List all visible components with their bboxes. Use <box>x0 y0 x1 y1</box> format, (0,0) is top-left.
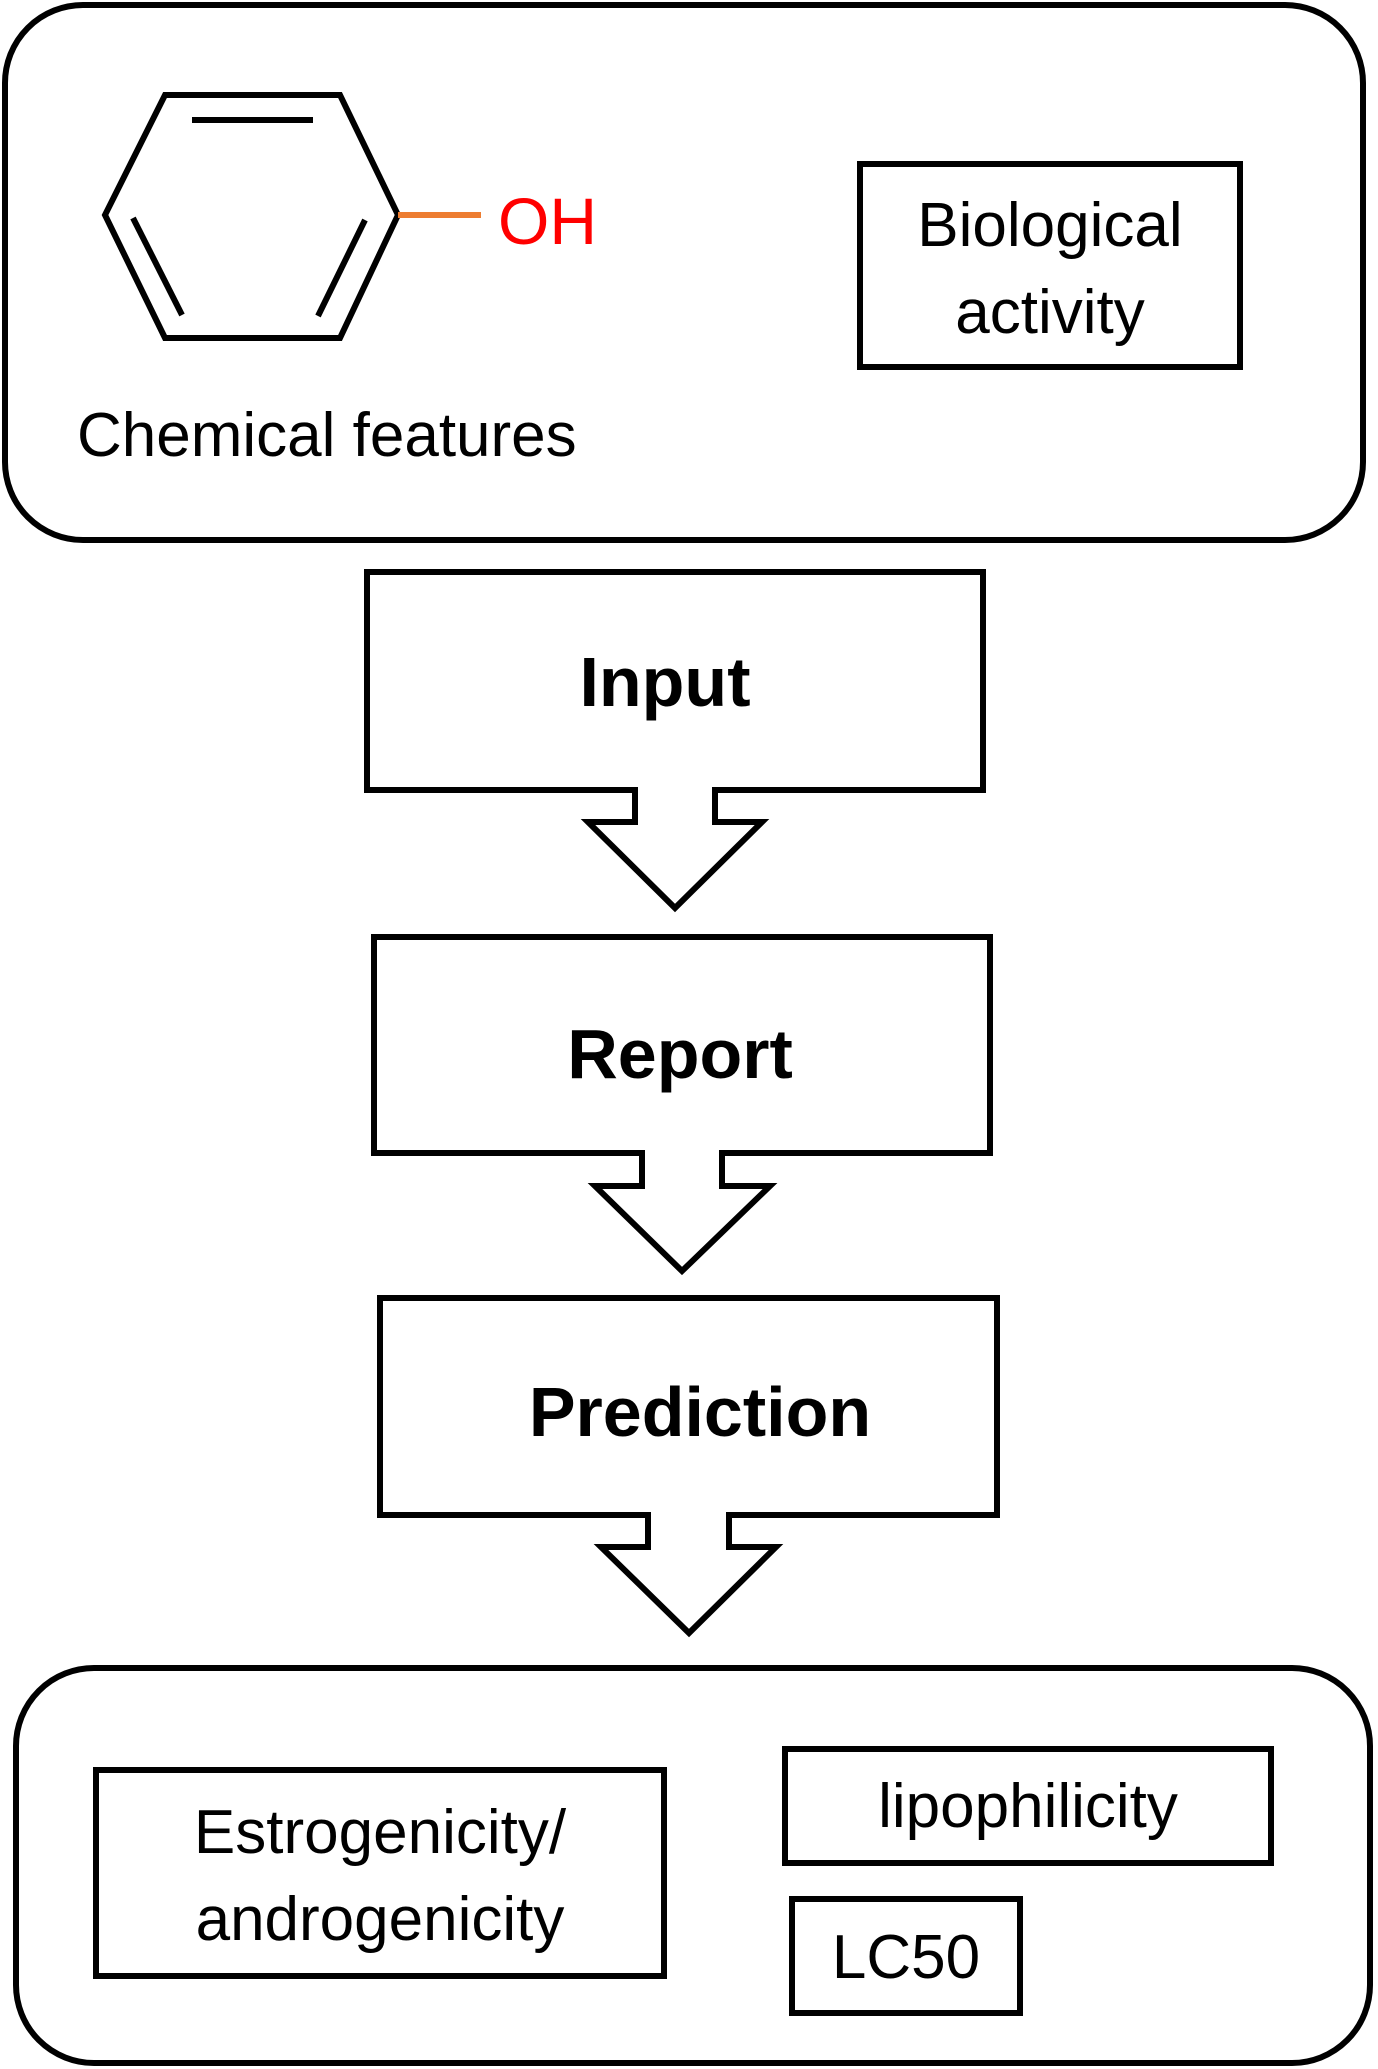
chemical-features-label: Chemical features <box>77 401 577 470</box>
lc50-label: LC50 <box>832 1923 980 1992</box>
double-bond-left <box>130 216 185 317</box>
bottom-panel-frame <box>13 1665 1373 2066</box>
report-arrow-box <box>371 934 993 1276</box>
biological-activity-line-1: Biological <box>917 191 1182 260</box>
lipophilicity-box <box>782 1746 1274 1866</box>
estrogenicity-line-1: Estrogenicity/ <box>194 1798 567 1867</box>
lipophilicity-label: lipophilicity <box>878 1772 1178 1841</box>
benzene-ring <box>101 92 402 341</box>
double-bond-right <box>315 218 368 318</box>
hydroxyl-label: OH <box>498 184 597 258</box>
flow-step-report: Report <box>371 934 993 1276</box>
biological-activity-line-2: activity <box>955 278 1144 347</box>
phenol-structure <box>101 92 402 341</box>
biological-activity-box <box>857 161 1243 370</box>
top-panel: OH Chemical features Biological activity <box>2 2 1366 543</box>
input-label: Input <box>579 643 750 721</box>
estrogenicity-line-2: androgenicity <box>196 1885 565 1954</box>
input-arrow-box <box>364 569 986 913</box>
prediction-arrow-box <box>377 1295 1000 1638</box>
flow-step-prediction: Prediction <box>377 1295 1000 1638</box>
flow-step-input: Input <box>364 569 986 913</box>
prediction-label: Prediction <box>529 1373 871 1451</box>
report-label: Report <box>567 1015 793 1093</box>
lc50-box <box>789 1896 1023 2016</box>
bottom-panel: Estrogenicity/ androgenicity lipophilici… <box>13 1665 1373 2066</box>
top-panel-frame <box>2 2 1366 543</box>
estrogenicity-box <box>93 1767 667 1979</box>
